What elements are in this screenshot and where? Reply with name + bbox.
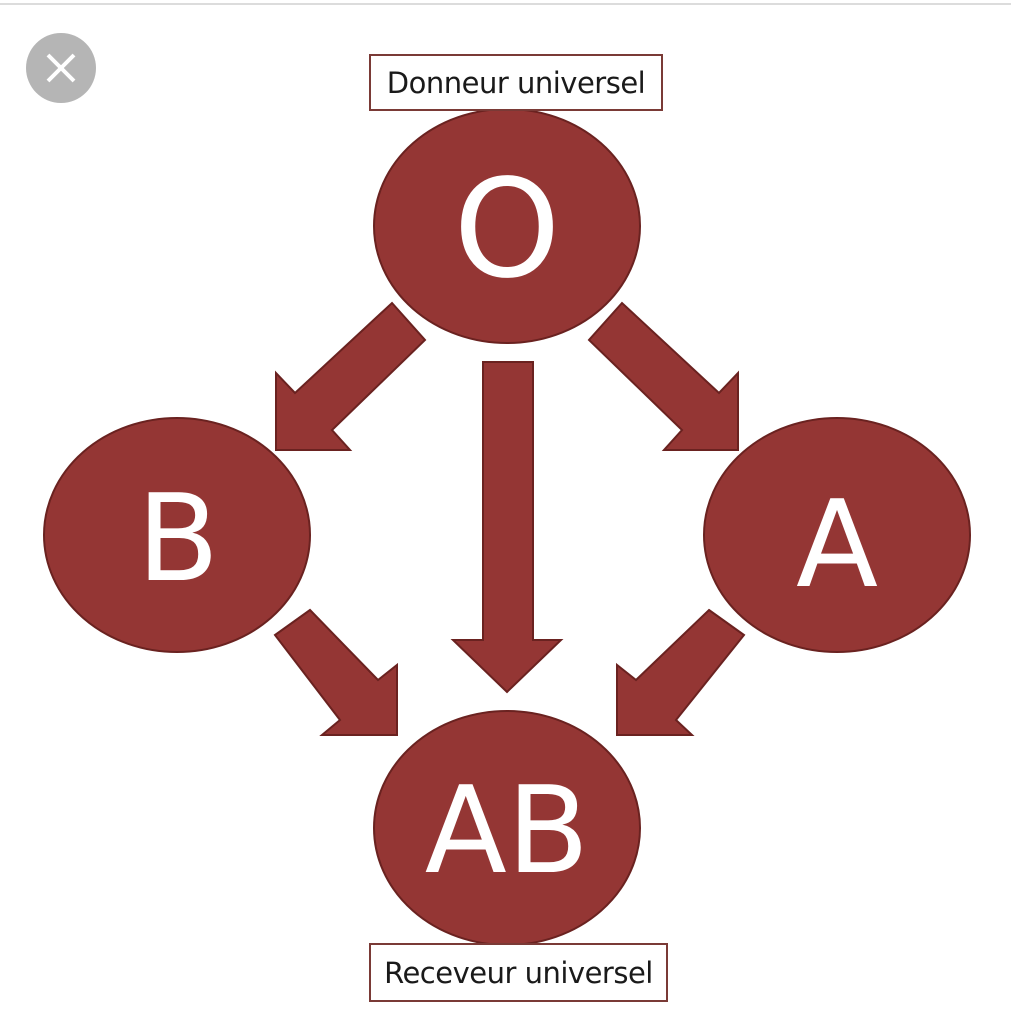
close-button[interactable]	[26, 33, 96, 103]
node-o-label: O	[453, 151, 560, 309]
node-a	[703, 417, 971, 653]
universal-donor-label: Donneur universel	[369, 54, 663, 111]
arrow-a-to-ab	[616, 608, 746, 736]
arrow-o-to-ab	[450, 361, 564, 694]
arrow-o-to-a	[587, 301, 739, 451]
node-b-label: B	[137, 470, 219, 609]
top-divider	[0, 3, 1011, 5]
node-ab-label: AB	[425, 762, 589, 901]
node-a-label: A	[796, 476, 878, 615]
arrow-b-to-ab	[273, 608, 398, 736]
universal-recipient-label: Receveur universel	[369, 943, 668, 1002]
node-b	[43, 417, 311, 653]
arrow-o-to-b	[275, 301, 427, 451]
close-icon	[46, 53, 76, 83]
